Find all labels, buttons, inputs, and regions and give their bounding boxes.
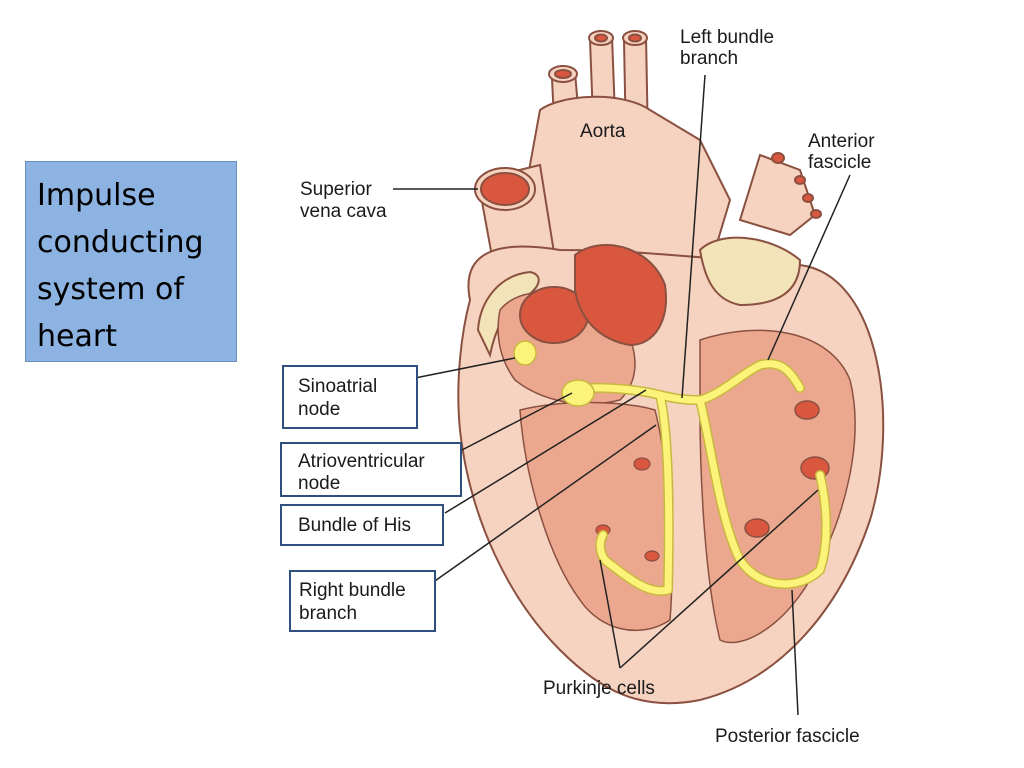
title-line: heart <box>37 319 117 354</box>
title-box: Impulse conducting system of heart <box>25 161 237 362</box>
sinoatrial-node-label-line2: node <box>298 399 340 420</box>
right-bundle-branch-label: Right bundle <box>299 580 406 601</box>
purkinje-cells-label: Purkinje cells <box>543 678 655 699</box>
superior-vena-cava-label: Superior <box>300 179 372 200</box>
posterior-fascicle-label: Posterior fascicle <box>715 726 860 747</box>
atrioventricular-node-box <box>280 442 462 497</box>
aorta-label: Aorta <box>580 121 626 142</box>
left-bundle-branch-label-line2: branch <box>680 48 738 69</box>
atrioventricular-node-shape <box>561 379 595 407</box>
leader-lines <box>393 74 851 716</box>
left-bundle-branch-label: Left bundle <box>680 27 774 48</box>
title-line: Impulse <box>37 178 156 213</box>
right-bundle-branch-label-line2: branch <box>299 603 357 624</box>
label-boxes <box>280 365 462 632</box>
title-line: system of <box>37 272 184 307</box>
bundle-of-his-label: Bundle of His <box>298 515 411 536</box>
sinoatrial-node-box <box>282 365 418 429</box>
sinoatrial-node-label: Sinoatrial <box>298 376 377 397</box>
anterior-fascicle-label: Anterior <box>808 131 875 152</box>
superior-vena-cava-label-line2: vena cava <box>300 201 387 222</box>
right-bundle-branch-box <box>289 570 436 632</box>
title-line: conducting <box>37 225 204 260</box>
atrioventricular-node-label-line2: node <box>298 473 340 494</box>
sinoatrial-node-shape <box>513 340 537 366</box>
bundle-of-his-box <box>280 504 444 546</box>
anterior-fascicle-label-line2: fascicle <box>808 152 871 173</box>
atrioventricular-node-label: Atrioventricular <box>298 451 425 472</box>
right-ventricle-chamber <box>519 401 673 632</box>
